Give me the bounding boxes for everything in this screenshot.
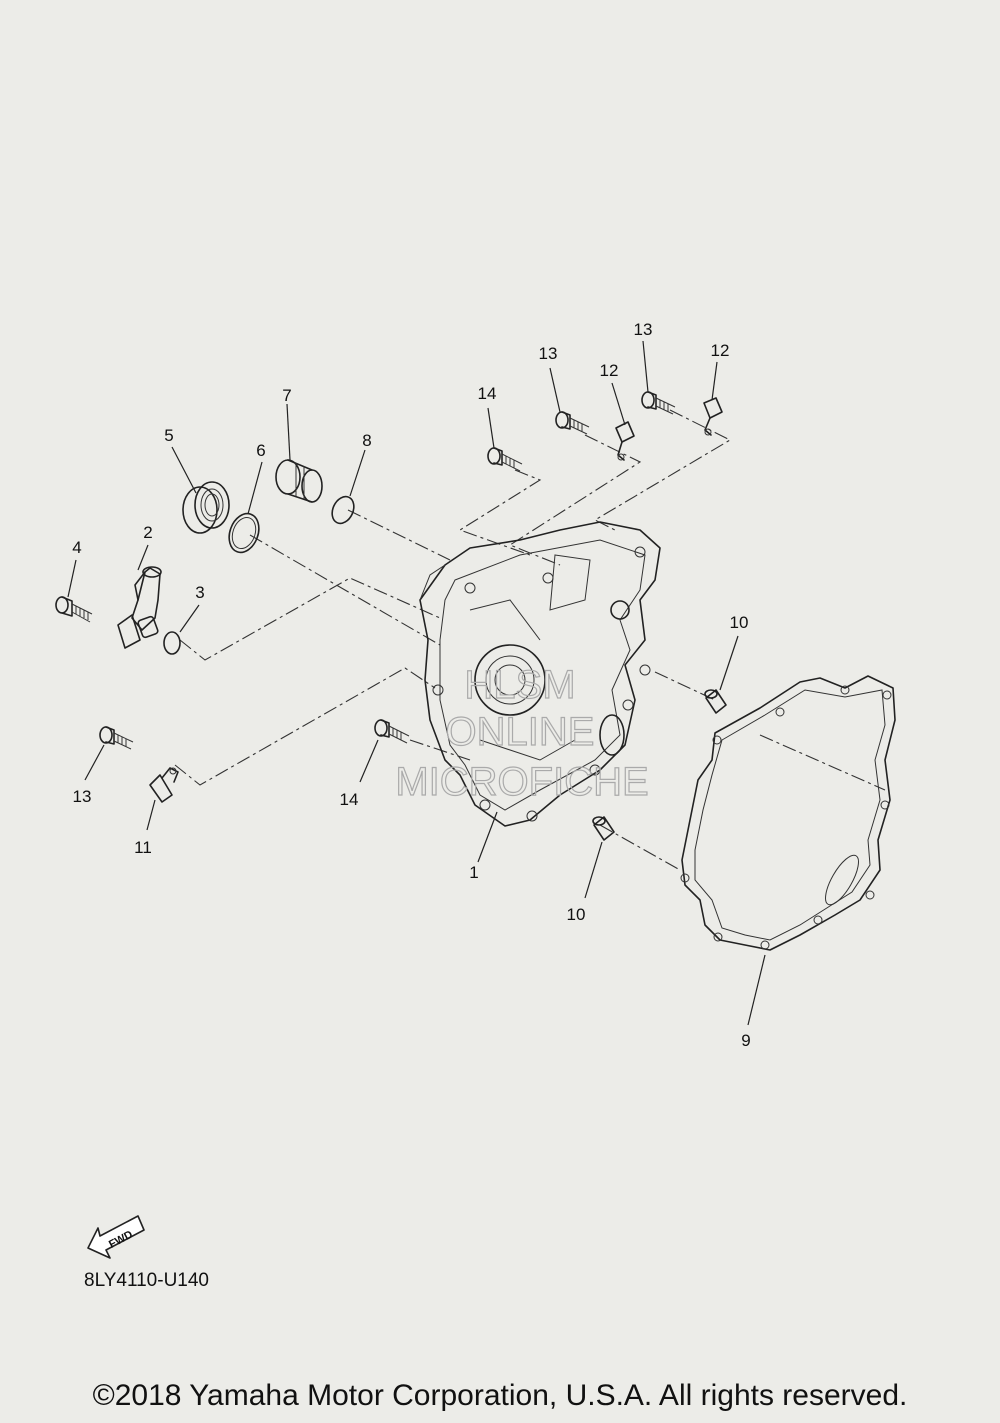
bolt-14-upper — [487, 447, 523, 472]
oil-seal — [182, 481, 230, 534]
callout-13-middle: 13 — [539, 344, 558, 363]
callout-11: 11 — [134, 838, 152, 857]
clamp-11 — [149, 767, 179, 803]
watermark-line-2: ONLINE — [446, 710, 595, 754]
leader-lines — [67, 340, 766, 1026]
diagram-code: 8LY4110-U140 — [84, 1270, 210, 1291]
callouts: 1 2 3 4 5 6 7 8 9 10 10 11 12 12 13 13 1… — [72, 320, 750, 1050]
fwd-arrow-icon: FWD — [87, 1215, 145, 1259]
clamp-12-right — [703, 397, 723, 436]
callout-13-right: 13 — [634, 320, 653, 339]
callout-13-left: 13 — [73, 787, 92, 806]
callout-6: 6 — [256, 441, 265, 460]
assembly-lines — [174, 409, 886, 871]
bolt-14-lower — [374, 719, 410, 744]
dowel-pin-upper — [704, 689, 727, 714]
bolt-13-right — [641, 391, 676, 415]
watermark-line-3: MICROFICHE — [395, 760, 648, 804]
callout-12-right: 12 — [711, 341, 730, 360]
callout-7: 7 — [282, 386, 291, 405]
watermark-line-1: HLSM — [464, 663, 575, 707]
callout-3: 3 — [195, 583, 204, 602]
callout-4: 4 — [72, 538, 81, 557]
bolt-4 — [55, 596, 93, 623]
callout-8: 8 — [362, 431, 371, 450]
o-ring-small — [163, 631, 181, 655]
callout-9: 9 — [741, 1031, 750, 1050]
callout-14-lower: 14 — [340, 790, 359, 809]
bolt-13-left — [99, 726, 134, 750]
callout-5: 5 — [164, 426, 173, 445]
callout-2: 2 — [143, 523, 152, 542]
callout-12-left: 12 — [600, 361, 619, 380]
watermark: HLSM ONLINE MICROFICHE — [395, 662, 650, 804]
callout-10-upper: 10 — [730, 613, 749, 632]
crankcase-cover — [419, 521, 661, 827]
callout-1: 1 — [469, 863, 478, 882]
callout-10-lower: 10 — [567, 905, 586, 924]
elbow-pipe — [117, 566, 162, 649]
callout-14-upper: 14 — [478, 384, 497, 403]
copyright-notice: ©2018 Yamaha Motor Corporation, U.S.A. A… — [92, 1379, 908, 1412]
plug — [275, 459, 323, 503]
bolt-13-middle — [555, 411, 590, 435]
o-ring-8 — [331, 495, 355, 525]
dowel-pin-lower — [592, 816, 615, 841]
o-ring-large — [228, 512, 260, 554]
clamp-12-left — [615, 421, 635, 461]
gasket — [680, 675, 896, 951]
